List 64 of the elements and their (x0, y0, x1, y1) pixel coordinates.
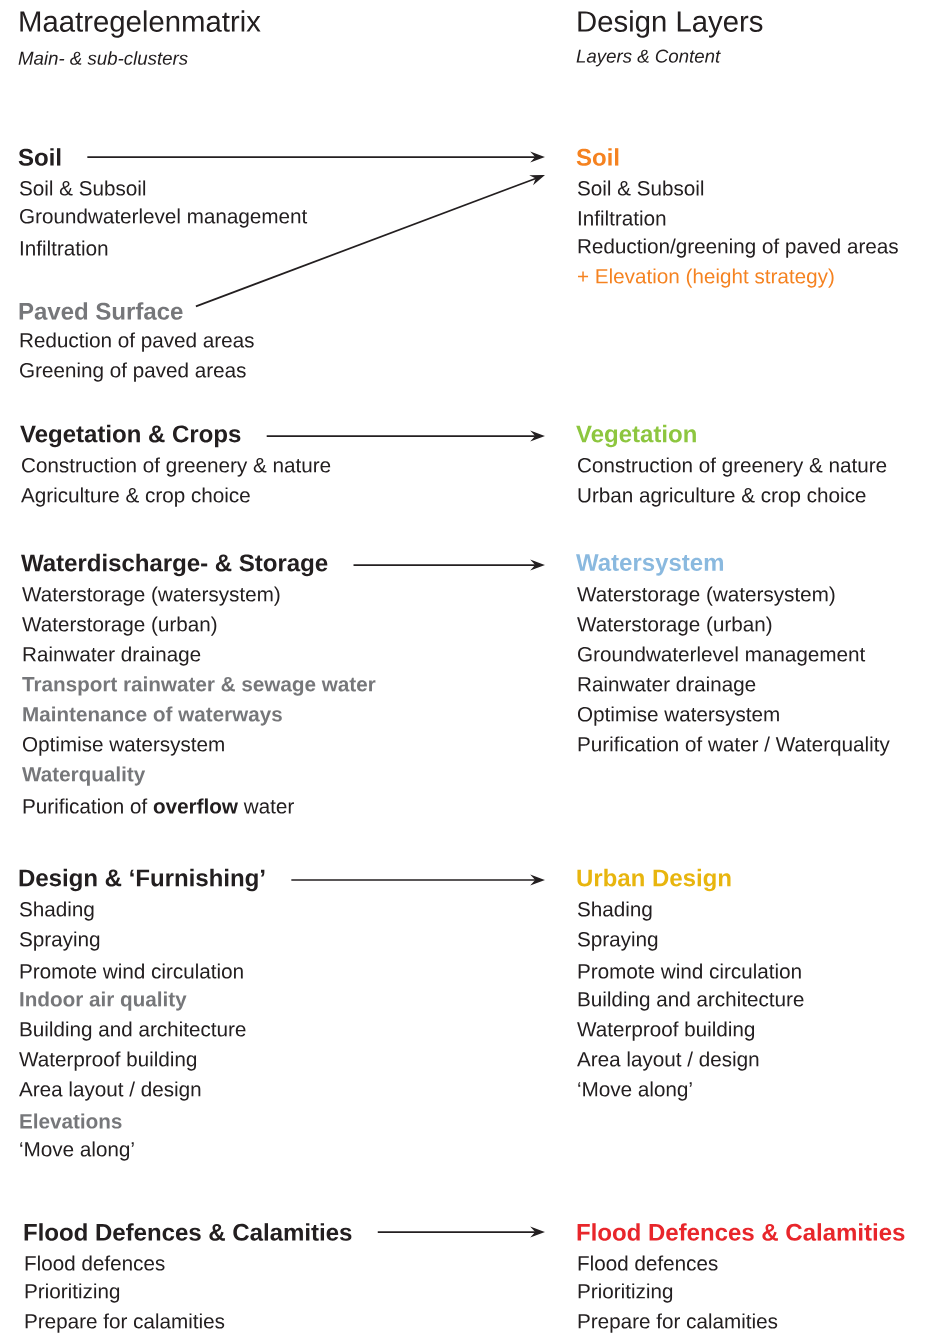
list-item: Flood defences (25, 1255, 165, 1271)
column-subtitle: Main- & sub-clusters (18, 51, 188, 65)
list-item: Waterstorage (urban) (22, 616, 217, 636)
list-item: Optimise watersystem (23, 736, 224, 756)
list-item: Shading (19, 901, 94, 921)
list-item: Spraying (19, 931, 100, 951)
heading: Paved Surface (19, 302, 183, 320)
list-item: Promote wind circulation (20, 963, 243, 979)
list-item: Transport rainwater & sewage water (22, 676, 376, 696)
list-item: Infiltration (578, 210, 666, 226)
list-item: Purification of water / Waterquality (578, 736, 890, 756)
list-item: Infiltration (20, 240, 108, 256)
list-item: Shading (577, 901, 652, 921)
heading: Design & ‘Furnishing’ (19, 868, 265, 892)
list-item: Reduction of paved areas (20, 332, 254, 352)
heading: Flood Defences & Calamities (24, 1223, 352, 1241)
heading: Watersystem (576, 554, 723, 576)
list-item: ‘Move along’ (578, 1081, 692, 1101)
heading: Soil (576, 148, 619, 166)
list-item: Prioritizing (578, 1283, 673, 1303)
list-item: Waterproof building (577, 1021, 755, 1041)
list-item: Reduction/greening of paved areas (578, 238, 898, 258)
list-item: Optimise watersystem (578, 706, 779, 726)
list-item: Groundwaterlevel management (20, 208, 308, 228)
list-item: Urban agriculture & crop choice (578, 487, 866, 507)
heading: Vegetation & Crops (20, 424, 241, 448)
column-subtitle: Layers & Content (576, 49, 721, 67)
list-item: Prepare for calamities (25, 1313, 225, 1333)
list-item: Indoor air quality (20, 991, 187, 1011)
heading: Flood Defences & Calamities (577, 1223, 905, 1241)
list-item: Groundwaterlevel management (578, 646, 866, 666)
list-item: Building and architecture (578, 991, 804, 1011)
heading: Urban Design (577, 868, 731, 892)
list-item: Purification of overflow water (23, 798, 294, 814)
list-item: Area layout / design (577, 1051, 759, 1071)
list-item: Building and architecture (20, 1021, 246, 1041)
list-item: Greening of paved areas (20, 362, 246, 382)
heading: Waterdischarge- & Storage (21, 553, 328, 577)
list-item: Waterquality (22, 766, 146, 786)
list-item: Agriculture & crop choice (21, 487, 250, 507)
list-item: Waterstorage (watersystem) (22, 586, 280, 606)
list-item: Construction of greenery & nature (578, 457, 887, 477)
list-item: Soil & Subsoil (19, 180, 146, 196)
list-item: Flood defences (578, 1255, 718, 1271)
list-item: Waterstorage (watersystem) (577, 586, 835, 606)
list-item: Waterstorage (urban) (577, 616, 772, 636)
list-item: Spraying (577, 931, 658, 951)
heading: Vegetation (576, 424, 696, 448)
column-title: Design Layers (578, 10, 763, 38)
list-item: Prioritizing (25, 1283, 120, 1303)
column-title: Maatregelenmatrix (20, 10, 261, 38)
list-item: Prepare for calamities (578, 1313, 778, 1333)
list-item: Rainwater drainage (23, 646, 201, 666)
list-item: Rainwater drainage (578, 676, 756, 696)
list-item: Waterproof building (19, 1051, 197, 1071)
list-item: Soil & Subsoil (577, 180, 704, 196)
list-item: Area layout / design (19, 1081, 201, 1101)
list-item: ‘Move along’ (20, 1141, 134, 1161)
list-item: Maintenance of waterways (23, 706, 282, 726)
list-item: + Elevation (height strategy) (578, 268, 834, 288)
list-item: Construction of greenery & nature (22, 457, 331, 477)
list-item: Elevations (20, 1113, 122, 1129)
list-item: Promote wind circulation (578, 963, 801, 979)
heading: Soil (18, 148, 61, 166)
